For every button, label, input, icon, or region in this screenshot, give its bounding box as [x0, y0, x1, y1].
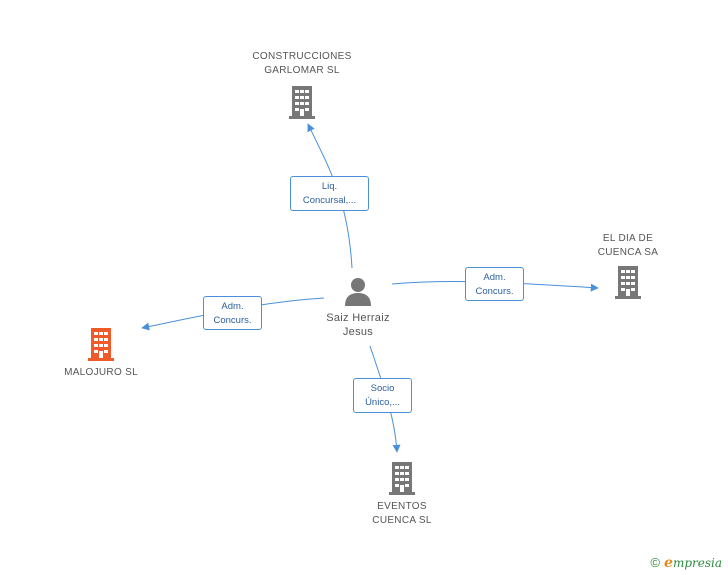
node-label-eldia: EL DIA DE CUENCA SA — [597, 233, 659, 258]
edge-label-construcciones[interactable]: Liq. Concursal,... — [290, 176, 369, 211]
building-icon — [88, 328, 114, 361]
node-label-person: Saiz Herraiz Jesus — [326, 312, 390, 338]
node-eldia[interactable]: EL DIA DE CUENCA SA — [580, 232, 676, 300]
node-eventos[interactable]: EVENTOS CUENCA SL — [352, 460, 452, 528]
building-icon — [389, 462, 415, 495]
brand-initial: e — [664, 555, 673, 571]
edge-label-eldia[interactable]: Adm. Concurs. — [465, 267, 524, 301]
node-label-eventos: EVENTOS CUENCA SL — [372, 501, 432, 526]
node-label-construcciones: CONSTRUCCIONES GARLOMAR SL — [252, 51, 352, 76]
node-label-malojuro: MALOJURO SL — [64, 367, 138, 378]
building-icon — [289, 86, 315, 119]
node-malojuro[interactable]: MALOJURO SL — [46, 326, 156, 380]
building-icon — [615, 266, 641, 299]
edge-label-eventos[interactable]: Socio Único,... — [353, 378, 412, 413]
footer-brand: ©empresia — [650, 555, 722, 571]
person-icon — [345, 278, 371, 306]
edge-label-malojuro[interactable]: Adm. Concurs. — [203, 296, 262, 330]
node-person[interactable]: Saiz Herraiz Jesus — [310, 276, 406, 339]
copyright-symbol: © — [650, 555, 661, 570]
brand-name: mpresia — [672, 556, 722, 570]
node-construcciones[interactable]: CONSTRUCCIONES GARLOMAR SL — [240, 50, 364, 120]
